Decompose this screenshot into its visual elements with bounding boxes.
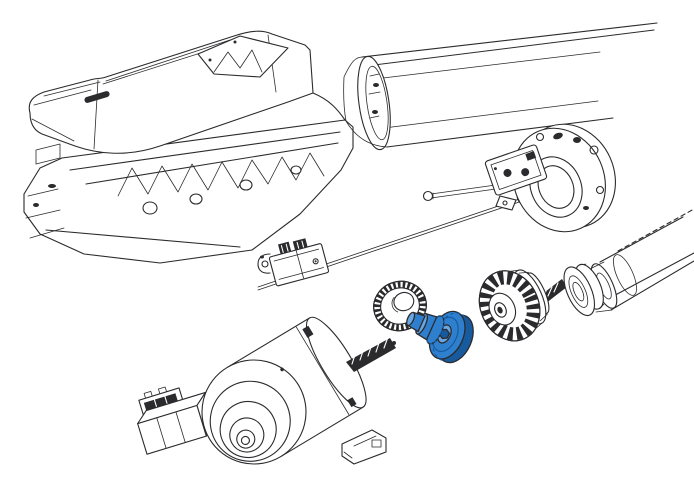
highlighted-bevel-pinion-part[interactable] — [398, 295, 480, 368]
motor-brush-2 — [347, 397, 357, 408]
bevelgear-bore — [494, 302, 507, 318]
base-slot-2 — [33, 203, 39, 207]
screwtube-top-dashed — [617, 208, 694, 252]
limit-switch-slider-part[interactable] — [257, 234, 330, 287]
motor-foot-lines — [343, 435, 377, 459]
slider-body — [268, 243, 330, 287]
release-rod-part[interactable] — [422, 183, 504, 202]
slider-hook-notch — [260, 255, 264, 259]
outer-tube-part[interactable] — [343, 22, 658, 152]
slider-body-lines — [273, 248, 324, 280]
terminal-block-part[interactable] — [130, 376, 218, 455]
opening-screw-2 — [208, 58, 212, 62]
housing-top-opening — [197, 35, 289, 78]
microswitch-block — [484, 144, 548, 196]
bearing-collar-part[interactable] — [558, 259, 610, 320]
screwtube-bottom — [605, 252, 694, 311]
motor-foot-slot — [371, 439, 382, 448]
collar-front — [563, 266, 596, 317]
tube-mouth-ribs — [343, 56, 388, 148]
bevelgear-outline — [478, 270, 541, 342]
switch-pin — [493, 167, 497, 171]
gear-bore — [393, 291, 415, 312]
flange-dark-3 — [583, 206, 589, 210]
slider-screw-dot — [314, 260, 317, 263]
motor-foot — [341, 429, 387, 465]
motor-brush-1 — [302, 325, 314, 338]
tube-bottom-edge — [386, 117, 614, 148]
slider-tab-slits — [280, 240, 305, 254]
motor-end-cap — [306, 316, 367, 409]
collar-inner-2 — [572, 281, 585, 302]
motor-seam — [295, 326, 350, 415]
tube-mouth-inner — [365, 65, 389, 141]
base-slot-1 — [48, 184, 56, 188]
motor-front-5 — [236, 429, 256, 449]
slider-hook — [257, 253, 271, 274]
flange-tab-screw — [502, 200, 508, 206]
brand-logo-mark — [84, 91, 110, 103]
pinion-shaft-tip — [406, 311, 416, 327]
bevelgear-teeth — [479, 271, 540, 341]
housing-base-rim-lines — [45, 92, 346, 248]
slider-screw — [312, 258, 319, 265]
opening-screw-1 — [233, 40, 237, 44]
screwtube-links — [591, 261, 613, 313]
gear-bore-depth — [391, 297, 399, 313]
screwtube-band — [613, 254, 637, 296]
screwtube-top — [599, 216, 684, 263]
motor-body-group — [201, 316, 367, 465]
rear-flange-part[interactable] — [484, 109, 632, 246]
release-rod-lines — [430, 183, 504, 200]
bevel-gear-part[interactable] — [468, 258, 558, 351]
collar-inner-1 — [568, 275, 589, 308]
slider-body-group — [268, 238, 330, 287]
flange-mount-tab — [495, 195, 517, 211]
flange-dark-2 — [573, 137, 581, 143]
tube-slot-2 — [372, 110, 378, 114]
flange-dark-1 — [553, 132, 563, 140]
boss-4 — [290, 165, 302, 175]
boss-1 — [142, 201, 158, 215]
terminal-box-dividers — [156, 411, 186, 449]
gear-teeth — [373, 281, 427, 331]
switch-contact — [525, 151, 537, 161]
gear-outline — [373, 280, 427, 332]
switch-hole-1 — [503, 168, 512, 177]
motor-shaft-tip — [240, 435, 250, 446]
collar-facets — [579, 263, 605, 310]
slider-hook-hole — [261, 260, 269, 268]
tube-inner-lines — [382, 51, 601, 129]
worm-shaft-part[interactable] — [346, 336, 396, 372]
flange-bolt-hole-2 — [595, 185, 605, 195]
switch-hole-2 — [521, 168, 530, 177]
boss-3 — [239, 179, 253, 191]
housing-cover-part[interactable] — [28, 30, 314, 154]
motor-vent-dot — [280, 367, 284, 372]
release-rod-ball-end — [422, 190, 434, 202]
bevelgear-links — [494, 270, 548, 340]
switch-body-inner — [490, 150, 542, 190]
housing-base-part[interactable] — [23, 92, 354, 264]
bevelgear-center — [497, 306, 503, 314]
flange-bolt-hole-1 — [589, 145, 599, 155]
flange-inner-ring-outer — [529, 156, 583, 218]
flange-bolt-hole-3 — [535, 132, 545, 142]
worm-threads — [351, 336, 389, 365]
housing-top-opening-ribs — [213, 49, 263, 73]
terminal-box-front — [137, 404, 207, 455]
boss-2 — [189, 193, 203, 205]
worm-tip — [392, 341, 396, 345]
tube-top-edges — [361, 22, 658, 67]
motor-part[interactable] — [183, 310, 387, 483]
worm-cone — [346, 338, 396, 372]
tube-slot-1 — [373, 83, 379, 87]
housing-base-left-steps — [25, 143, 65, 239]
